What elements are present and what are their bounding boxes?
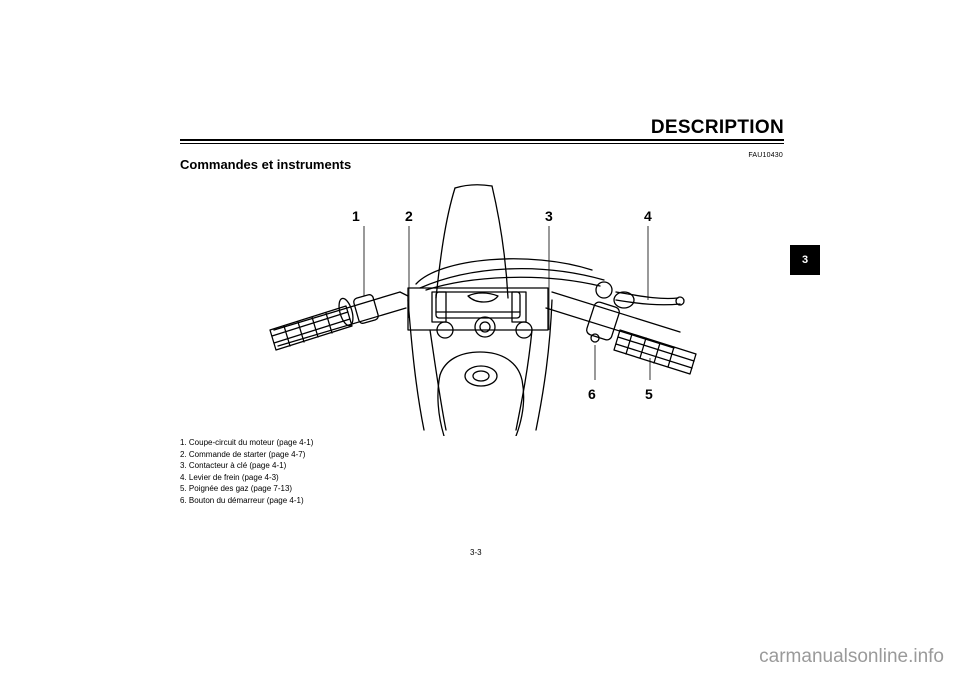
callout-item: 4. Levier de frein (page 4-3): [180, 472, 279, 482]
callout-item: 5. Poignée des gaz (page 7-13): [180, 484, 293, 493]
header-rule-thick: [180, 139, 784, 141]
handlebar-controls-illustration: 1 2 3 4 5 6: [269, 184, 697, 436]
callout-number-3: 3: [545, 208, 553, 224]
callout-number-1: 1: [352, 208, 360, 224]
callout-legend-list: 1. Coupe-circuit du moteur (page 4-1) 2.…: [180, 437, 313, 506]
callout-item: 1. Coupe-circuit du moteur (page 4-1): [180, 438, 314, 447]
callout-number-6: 6: [588, 386, 596, 402]
section-header-title: DESCRIPTION: [650, 117, 784, 138]
callout-number-2: 2: [405, 208, 413, 224]
chapter-tab[interactable]: 3: [790, 245, 820, 275]
watermark: carmanualsonline.info: [759, 646, 944, 667]
callout-item: 6. Bouton du démarreur (page 4-1): [180, 495, 304, 505]
callout-number-5: 5: [645, 386, 653, 402]
callout-number-4: 4: [644, 208, 652, 224]
header-rule-thin: [180, 143, 784, 144]
section-title: Commandes et instruments: [180, 157, 352, 172]
page-number: 3-3: [470, 548, 482, 557]
callout-item: 3. Contacteur à clé (page 4-1): [180, 461, 287, 470]
reference-code: FAU10430: [748, 152, 783, 159]
callout-item: 2. Commande de starter (page 4-7): [180, 449, 306, 459]
